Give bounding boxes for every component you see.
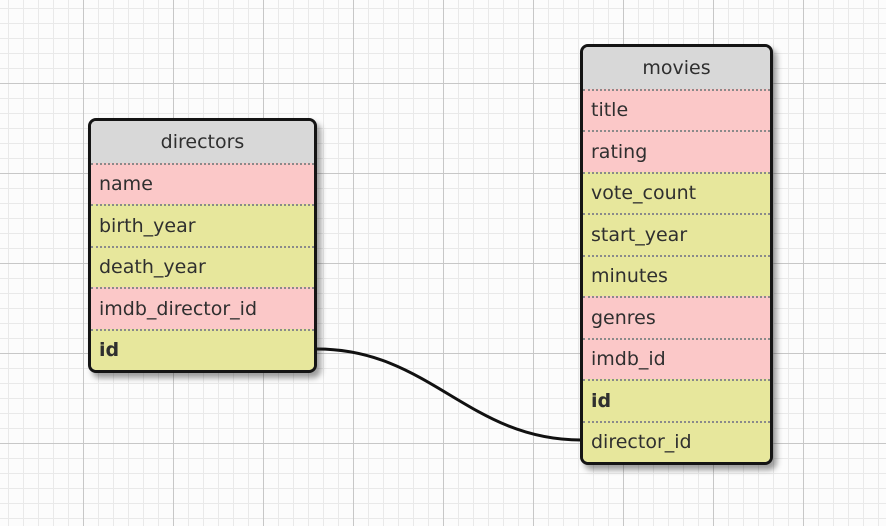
movies-column-minutes[interactable]: minutes	[583, 254, 770, 296]
directors-column-imdb_director_id[interactable]: imdb_director_id	[91, 287, 314, 329]
column-label: start_year	[591, 223, 688, 246]
table-title: directors	[160, 130, 245, 153]
movies-column-id[interactable]: id	[583, 379, 770, 421]
column-label: director_id	[591, 431, 692, 454]
directors-column-birth_year[interactable]: birth_year	[91, 204, 314, 246]
column-label: death_year	[99, 256, 206, 279]
column-label: imdb_id	[591, 348, 666, 371]
column-label: id	[99, 339, 120, 362]
column-label: birth_year	[99, 214, 196, 237]
column-label: genres	[591, 306, 656, 329]
relationship-line[interactable]	[315, 347, 583, 442]
movies-column-title[interactable]: title	[583, 88, 770, 130]
column-label: imdb_director_id	[99, 297, 258, 320]
column-label: minutes	[591, 265, 668, 288]
movies-column-start_year[interactable]: start_year	[583, 213, 770, 255]
movies-column-vote_count[interactable]: vote_count	[583, 171, 770, 213]
column-label: title	[591, 99, 629, 122]
movies-table-header[interactable]: movies	[583, 47, 770, 89]
column-label: name	[99, 173, 153, 196]
column-label: rating	[591, 140, 648, 163]
movies-column-director_id[interactable]: director_id	[583, 420, 770, 462]
directors-column-death_year[interactable]: death_year	[91, 245, 314, 287]
table-directors[interactable]: directors name birth_year death_year imdb_di…	[88, 118, 317, 373]
directors-table-header[interactable]: directors	[91, 121, 314, 163]
movies-column-genres[interactable]: genres	[583, 296, 770, 338]
column-label: vote_count	[591, 182, 697, 205]
table-title: movies	[642, 56, 711, 79]
directors-column-id[interactable]: id	[91, 328, 314, 370]
directors-column-name[interactable]: name	[91, 162, 314, 204]
movies-column-imdb_id[interactable]: imdb_id	[583, 337, 770, 379]
column-label: id	[591, 389, 612, 412]
movies-column-rating[interactable]: rating	[583, 130, 770, 172]
